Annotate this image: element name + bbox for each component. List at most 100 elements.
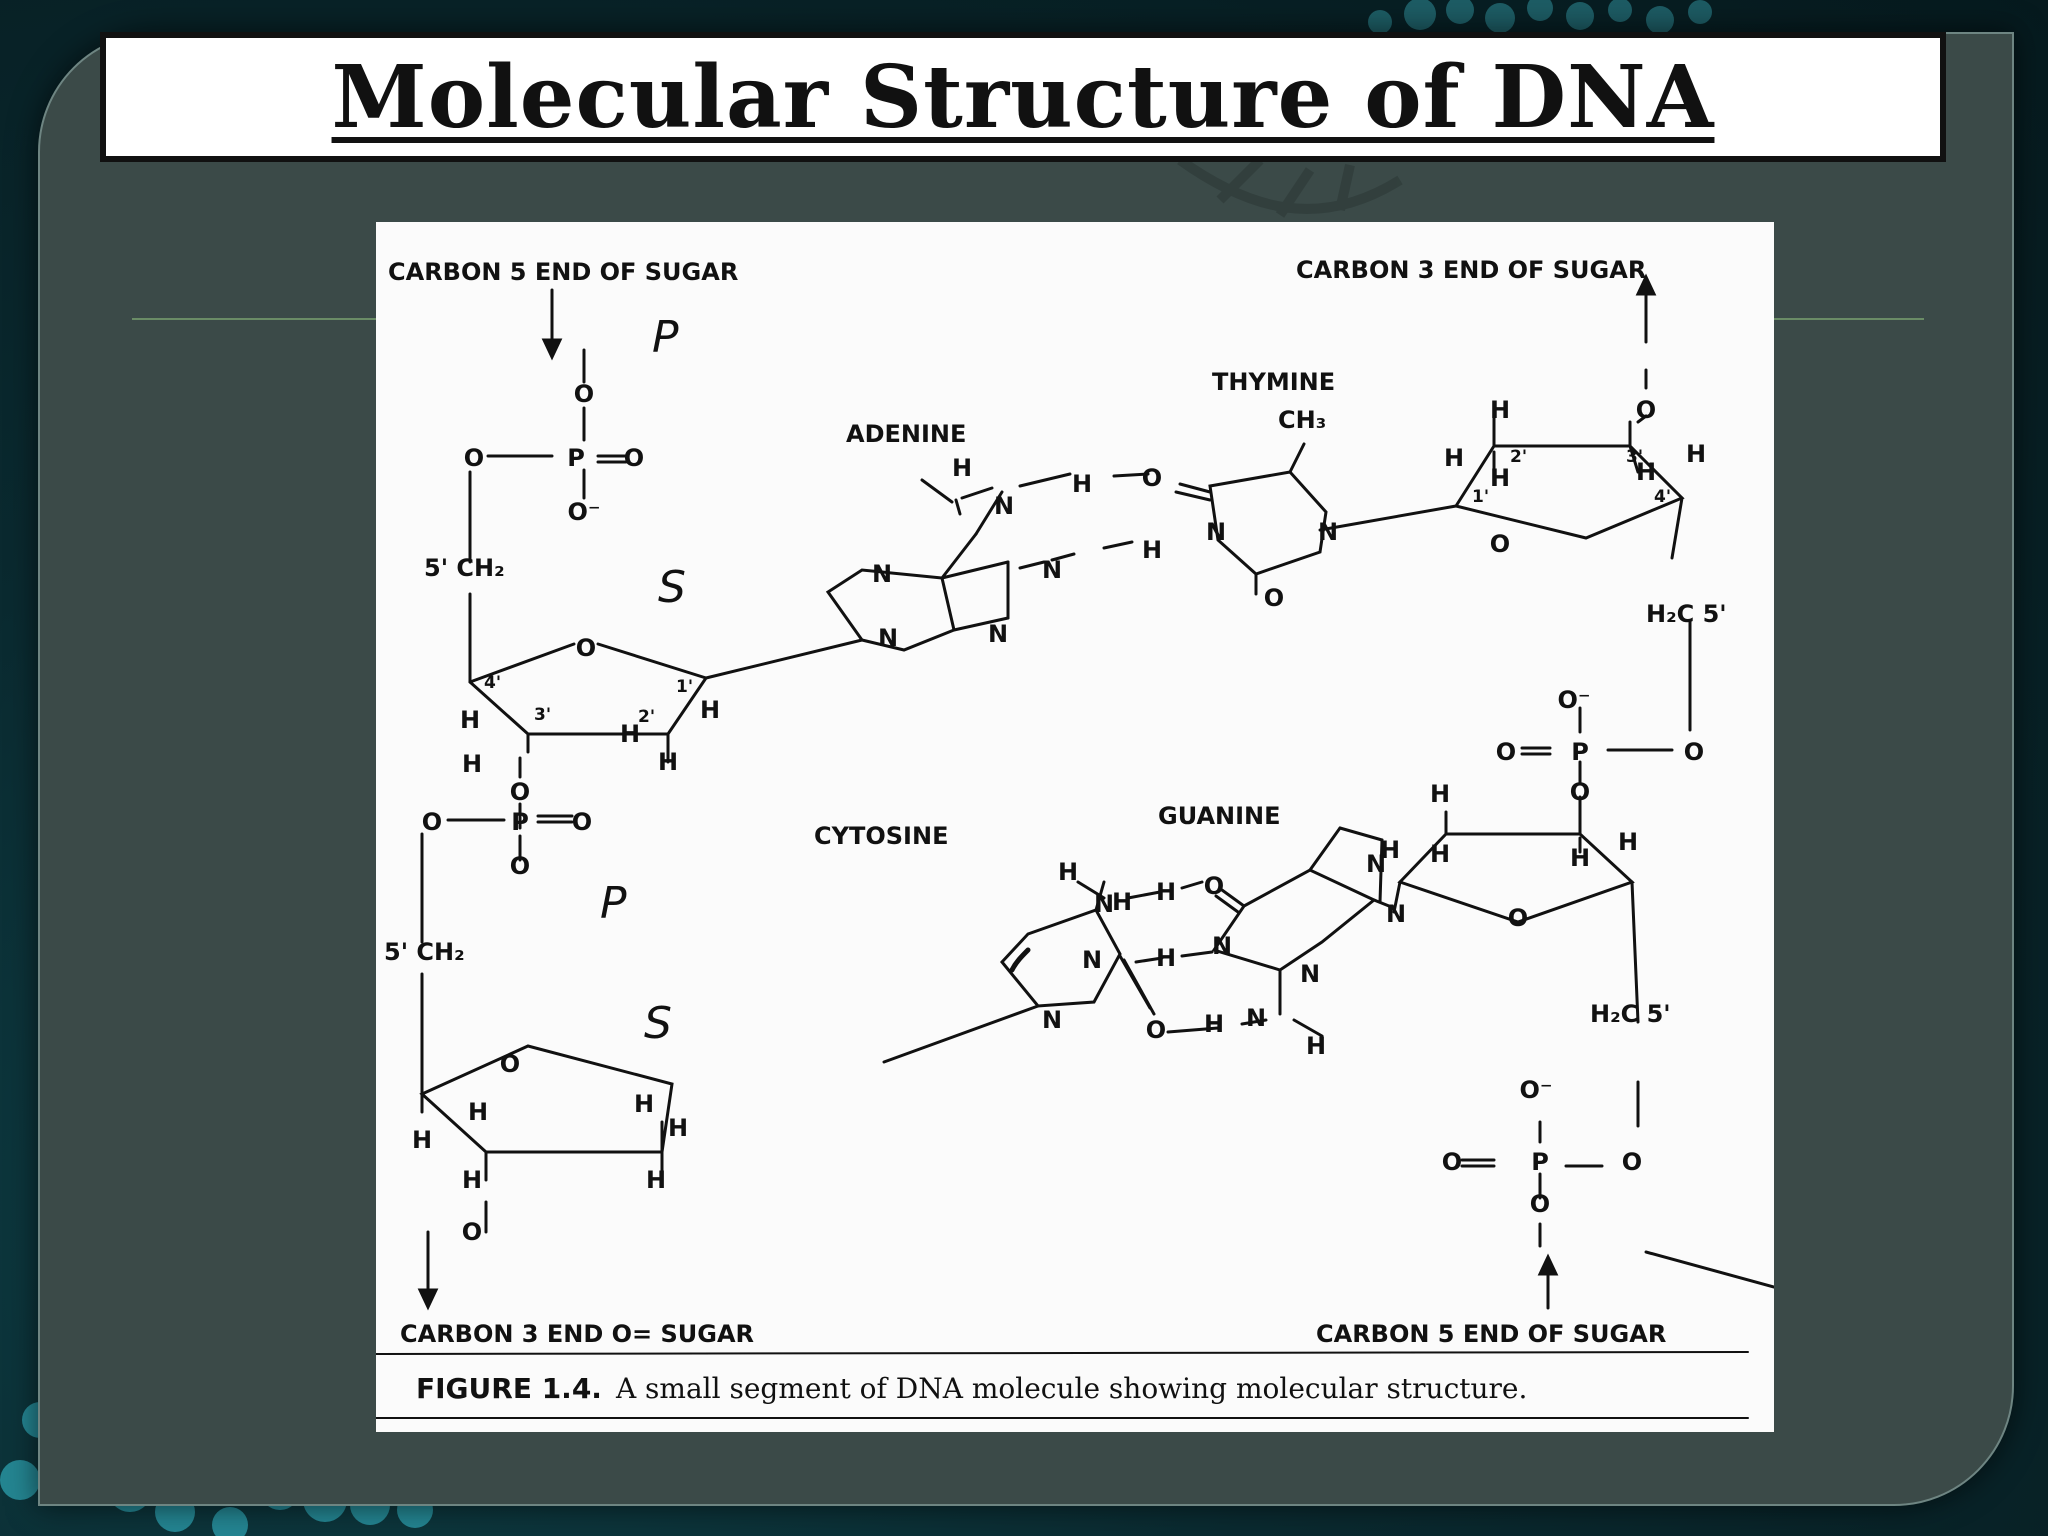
figure-caption: FIGURE 1.4. A small segment of DNA molecu… bbox=[416, 1372, 1736, 1406]
svg-text:N: N bbox=[1300, 960, 1320, 988]
label-carbon3-bottom-left: CARBON 3 END O= SUGAR bbox=[400, 1320, 754, 1348]
svg-text:H: H bbox=[668, 1114, 688, 1142]
svg-text:H: H bbox=[646, 1166, 666, 1194]
svg-text:H: H bbox=[1490, 396, 1510, 424]
label-adenine: ADENINE bbox=[846, 420, 966, 448]
svg-text:3': 3' bbox=[1626, 447, 1643, 467]
svg-text:H: H bbox=[412, 1126, 432, 1154]
svg-text:4': 4' bbox=[1654, 487, 1671, 507]
svg-text:H: H bbox=[1204, 1010, 1224, 1038]
svg-text:O: O bbox=[1442, 1148, 1462, 1176]
label-thymine: THYMINE bbox=[1212, 368, 1335, 396]
atom-labels: O P O O O⁻ O O O O P O O H H H H H H O H… bbox=[412, 380, 1706, 1246]
svg-text:N: N bbox=[1212, 932, 1232, 960]
svg-text:O: O bbox=[1530, 1190, 1550, 1218]
svg-text:N: N bbox=[994, 492, 1014, 520]
svg-text:H: H bbox=[1430, 840, 1450, 868]
svg-text:O: O bbox=[1570, 778, 1590, 806]
handwritten-p-top: P bbox=[652, 312, 679, 363]
svg-text:N: N bbox=[872, 560, 892, 588]
svg-text:2': 2' bbox=[1510, 447, 1527, 467]
svg-text:O: O bbox=[1146, 1016, 1166, 1044]
svg-text:H: H bbox=[1618, 828, 1638, 856]
svg-text:H: H bbox=[1156, 944, 1176, 972]
svg-text:O⁻: O⁻ bbox=[1519, 1076, 1552, 1104]
svg-text:H: H bbox=[700, 696, 720, 724]
svg-text:N: N bbox=[1042, 556, 1062, 584]
svg-text:H₂C 5': H₂C 5' bbox=[1590, 1000, 1671, 1028]
handwritten-s-top: S bbox=[658, 562, 686, 613]
svg-text:H: H bbox=[462, 750, 482, 778]
svg-text:O: O bbox=[624, 444, 644, 472]
label-guanine: GUANINE bbox=[1158, 802, 1281, 830]
svg-text:H₂C 5': H₂C 5' bbox=[1646, 600, 1727, 628]
svg-text:P: P bbox=[511, 808, 529, 836]
svg-text:O: O bbox=[422, 808, 442, 836]
svg-text:N: N bbox=[1366, 850, 1386, 878]
svg-text:H: H bbox=[468, 1098, 488, 1126]
svg-text:O: O bbox=[1508, 904, 1528, 932]
divider-line-left bbox=[132, 318, 378, 320]
svg-text:H: H bbox=[634, 1090, 654, 1118]
svg-text:H: H bbox=[658, 748, 678, 776]
dna-structure-figure: O P O O O⁻ O O O O P O O H H H H H H O H… bbox=[375, 222, 1776, 1432]
svg-text:O⁻: O⁻ bbox=[567, 498, 600, 526]
figure-number: FIGURE 1.4. bbox=[416, 1372, 602, 1405]
svg-text:O: O bbox=[510, 852, 530, 880]
svg-text:O: O bbox=[1622, 1148, 1642, 1176]
handwritten-p-mid: P bbox=[600, 878, 627, 929]
group-labels: 5' CH₂ 5' CH₂ H₂C 5' H₂C 5' CH₃ bbox=[384, 406, 1727, 1028]
svg-text:N: N bbox=[1386, 900, 1406, 928]
svg-text:H: H bbox=[1142, 536, 1162, 564]
svg-text:H: H bbox=[1380, 836, 1400, 864]
figure-caption-text: A small segment of DNA molecule showing … bbox=[615, 1372, 1528, 1405]
svg-text:N: N bbox=[1318, 518, 1338, 546]
svg-text:O: O bbox=[574, 380, 594, 408]
svg-text:H: H bbox=[462, 1166, 482, 1194]
svg-text:H: H bbox=[952, 454, 972, 482]
svg-text:H: H bbox=[1686, 440, 1706, 468]
svg-text:1': 1' bbox=[676, 677, 693, 697]
svg-text:O: O bbox=[464, 444, 484, 472]
svg-text:5' CH₂: 5' CH₂ bbox=[424, 554, 505, 582]
svg-text:H: H bbox=[1490, 464, 1510, 492]
svg-text:CH₃: CH₃ bbox=[1278, 406, 1326, 434]
svg-text:O: O bbox=[500, 1050, 520, 1078]
svg-text:H: H bbox=[1156, 878, 1176, 906]
svg-text:O: O bbox=[510, 778, 530, 806]
svg-text:O: O bbox=[572, 808, 592, 836]
svg-text:H: H bbox=[1112, 888, 1132, 916]
svg-text:1': 1' bbox=[1472, 487, 1489, 507]
svg-text:O: O bbox=[1204, 872, 1224, 900]
svg-text:N: N bbox=[1042, 1006, 1062, 1034]
svg-text:N: N bbox=[988, 620, 1008, 648]
svg-text:P: P bbox=[1531, 1148, 1549, 1176]
svg-text:H: H bbox=[1306, 1032, 1326, 1060]
svg-text:5' CH₂: 5' CH₂ bbox=[384, 938, 465, 966]
svg-text:O: O bbox=[576, 634, 596, 662]
svg-text:O: O bbox=[1496, 738, 1516, 766]
svg-text:H: H bbox=[460, 706, 480, 734]
svg-text:N: N bbox=[1206, 518, 1226, 546]
slide-title-bar: Molecular Structure of DNA bbox=[100, 32, 1946, 162]
svg-text:3': 3' bbox=[534, 705, 551, 725]
svg-text:N: N bbox=[878, 624, 898, 652]
slide-title: Molecular Structure of DNA bbox=[331, 46, 1715, 148]
svg-text:N: N bbox=[1082, 946, 1102, 974]
label-carbon3-top-right: CARBON 3 END OF SUGAR bbox=[1296, 256, 1646, 284]
svg-text:H: H bbox=[1430, 780, 1450, 808]
svg-text:N: N bbox=[1246, 1004, 1266, 1032]
svg-text:H: H bbox=[620, 720, 640, 748]
svg-text:H: H bbox=[1058, 858, 1078, 886]
svg-text:O: O bbox=[1636, 396, 1656, 424]
svg-text:P: P bbox=[567, 444, 585, 472]
svg-text:H: H bbox=[1072, 470, 1092, 498]
svg-text:O: O bbox=[1264, 584, 1284, 612]
carbon-position-labels: 4' 3' 2' 1' 1' 2' 3' 4' bbox=[484, 447, 1671, 727]
svg-text:H: H bbox=[1636, 458, 1656, 486]
svg-text:N: N bbox=[1094, 890, 1114, 918]
svg-text:O: O bbox=[1142, 464, 1162, 492]
handwritten-s-bottom: S bbox=[644, 998, 672, 1049]
svg-text:O⁻: O⁻ bbox=[1557, 686, 1590, 714]
